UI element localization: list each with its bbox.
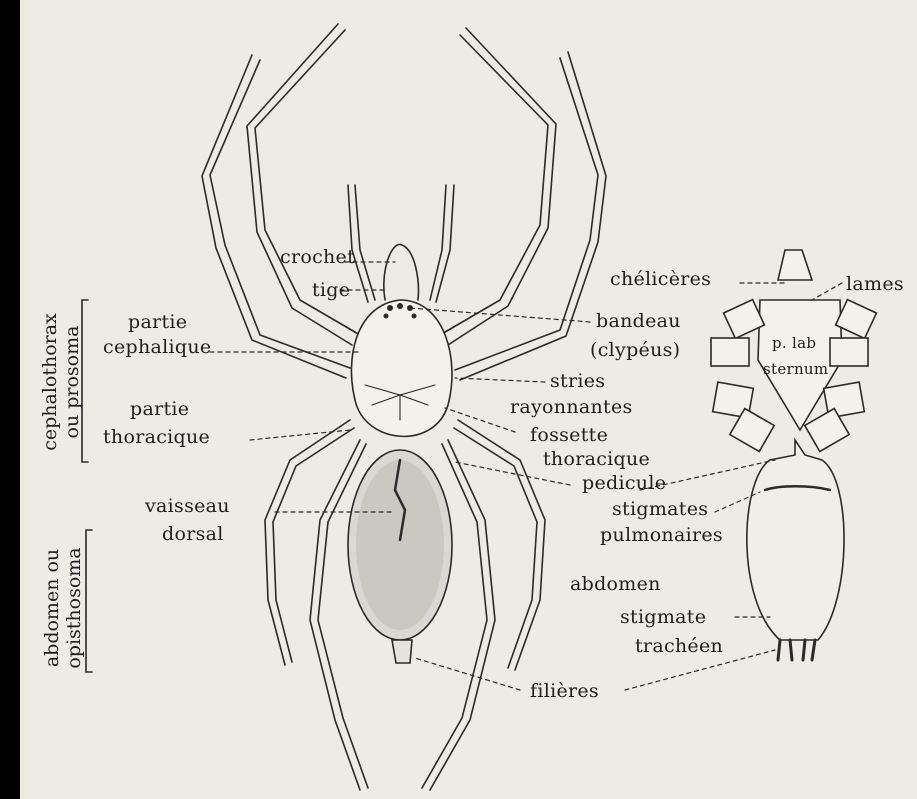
label-sternum: sternum [763,362,828,377]
label-rayonnantes: rayonnantes [510,398,633,417]
spinnerets [392,640,412,663]
label-crochet: crochet [280,248,355,267]
label-pedicule: pedicule [582,474,666,493]
leg-front-right [440,28,556,345]
label-stries: stries [550,372,605,391]
side-label-opisthosoma: abdomen ou opisthosoma [42,528,86,688]
pedipalp-left [355,185,375,300]
label-tige: tige [312,281,350,300]
bracket-opisthosoma [86,530,92,672]
label-stigmates: stigmates [612,500,708,519]
ventral-abdomen [747,440,844,640]
label-p-lab: p. lab [772,336,816,351]
cephalothorax-shape [351,300,452,436]
leg-third-right [454,420,545,670]
label-partie-thoracique-2: thoracique [103,428,210,447]
label-lames: lames [846,275,904,294]
label-fossette-2: thoracique [543,450,650,469]
label-partie-cephalique-2: cephalique [103,338,211,357]
label-tracheen: trachéen [635,637,723,656]
label-stigmate: stigmate [620,608,706,627]
label-fossette: fossette [530,426,608,445]
label-abdomen: abdomen [570,575,661,594]
ventral-chelicerae [778,250,812,280]
label-partie-thoracique-1: partie [130,400,189,419]
label-vaisseau-2: dorsal [162,525,224,544]
label-bandeau: bandeau [596,312,681,331]
label-pulmonaires: pulmonaires [600,526,723,545]
pedipalp-right [430,185,446,300]
leg-second-right [455,52,606,380]
label-partie-cephalique-1: partie [128,313,187,332]
leg-third-left [265,420,354,665]
side-label-abdomen-ou: abdomen ou [42,528,64,688]
label-cheliceres: chélicères [610,270,711,289]
side-label-ou-prosoma: ou prosoma [62,302,84,462]
label-vaisseau-1: vaisseau [145,497,230,516]
label-clypeus: (clypéus) [590,341,680,360]
chelicerae [384,244,419,300]
side-label-cephalothorax: cephalothorax [40,302,62,462]
side-label-prosoma: cephalothorax ou prosoma [40,302,84,462]
side-label-opisthosoma-text: opisthosoma [64,528,86,688]
label-filieres: filières [530,682,599,701]
